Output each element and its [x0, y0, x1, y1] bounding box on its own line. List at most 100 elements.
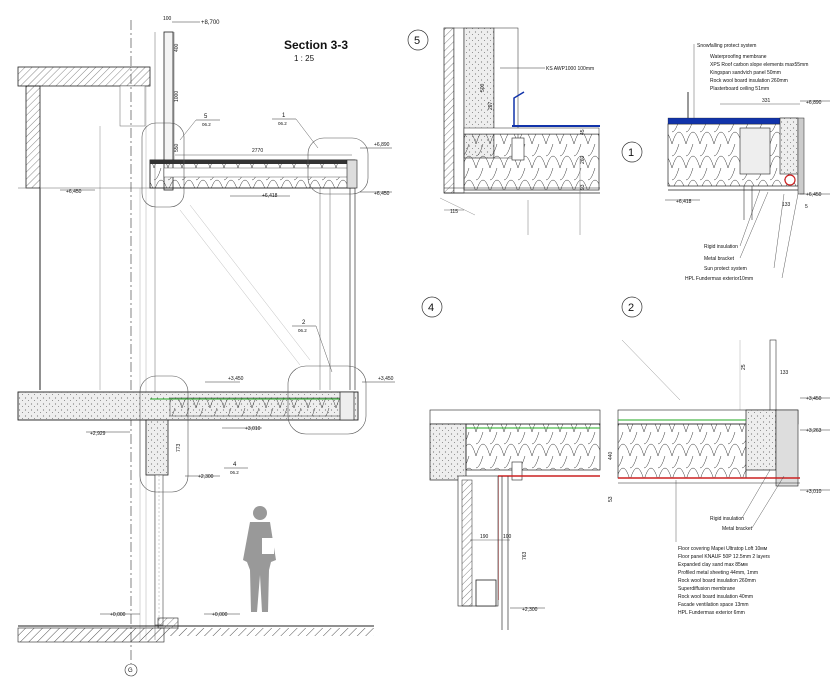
level-roof-soffit: +6,418: [262, 193, 278, 199]
detail-2-layer-4: Rock wool board insulation 260mm: [678, 578, 756, 584]
detail-5-dim-297: 297: [488, 101, 494, 110]
detail-2-layer-2: Expanded clay sand max 85мм: [678, 562, 748, 568]
level-roof-left: +6,450: [66, 189, 82, 195]
detail-1-layer-5: Plasterboard ceiling 51mm: [710, 86, 769, 92]
detail-1-note-2: Sun protect system: [704, 266, 747, 272]
detail-bubble-5[interactable]: [141, 122, 185, 208]
callout-5-num: 5: [204, 114, 208, 120]
detail-bubble-1[interactable]: [307, 137, 369, 195]
detail-4-marker: [421, 296, 443, 318]
callout-1-num: 1: [282, 113, 286, 119]
detail-1-dim-133: 133: [782, 202, 791, 208]
detail-bubble-4[interactable]: [139, 375, 189, 493]
detail-2-layer-5: Superdiffusion membrane: [678, 586, 735, 592]
detail-1-layer-1: Waterproofing membrane: [710, 54, 767, 60]
callout-1-ref: 06.2: [278, 121, 287, 126]
detail-1-note-0: Rigid insulation: [704, 244, 738, 250]
detail-4-dim-100: 100: [503, 534, 512, 540]
detail-1-layer-0: Snowfalling protect system: [697, 43, 756, 49]
level-ground-left: +0,000: [110, 612, 126, 618]
dim-550: 550: [174, 143, 180, 152]
detail-2-level-top: +3,450: [806, 396, 822, 402]
dim-100: 100: [163, 16, 172, 22]
callout-2-ref: 06.2: [298, 328, 307, 333]
svg-text:5: 5: [414, 35, 420, 47]
detail-2-note-0: Rigid insulation: [710, 516, 744, 522]
detail-4-level: +2,300: [522, 607, 538, 613]
detail-5-dim-45: 45: [580, 129, 586, 135]
detail-5-dim-500: 500: [480, 83, 486, 92]
dim-1000: 1000: [174, 91, 180, 102]
detail-2-dim-25: 25: [741, 364, 747, 370]
svg-text:1: 1: [628, 147, 634, 159]
callout-4-num: 4: [233, 462, 237, 468]
detail-1: 1 Snowfalling protect system Waterproofi…: [621, 43, 830, 282]
main-section: [17, 20, 374, 665]
detail-2-note-1: Metal bracket: [722, 526, 753, 532]
detail-bubble-2[interactable]: [287, 365, 367, 435]
main-section-labels: Section 3-3 1 : 25 +8,700 100 400 1000 5…: [60, 16, 395, 677]
lintel: [145, 419, 169, 476]
human-figure: [243, 506, 276, 612]
level-top: +8,700: [201, 20, 220, 26]
detail-5: 5 KS AWP1000 100mm 500 297 45 260 93 115: [407, 27, 600, 235]
detail-2-level-bottom: +3,010: [806, 489, 822, 495]
dim-773: 773: [176, 443, 182, 452]
detail-2: 2 25 133 +3,450 +3,263 +3,010 440 53 Rig…: [608, 296, 830, 616]
detail-1-layer-3: Kingspan sandvich panel 50mm: [710, 70, 781, 76]
level-floor-top-right: +3,450: [378, 376, 394, 382]
level-lintel: +2,300: [198, 474, 214, 480]
detail-5-marker: [407, 29, 429, 51]
level-ground-mid: +0,000: [212, 612, 228, 618]
dim-400: 400: [174, 43, 180, 52]
level-floor-left: +2,929: [90, 431, 106, 437]
detail-1-layer-list: Snowfalling protect system Waterproofing…: [693, 43, 808, 118]
level-floor-under: +3,010: [245, 426, 261, 432]
level-roof-bottom-right: +6,450: [374, 191, 390, 197]
detail-2-layer-8: HPL Fundermax exterior 6mm: [678, 610, 745, 616]
drawing-title: Section 3-3: [284, 38, 348, 52]
level-floor-top: +3,450: [228, 376, 244, 382]
detail-2-layer-0: Floor covering Mapei Ultratop Loft 10мм: [678, 546, 768, 552]
detail-1-marker: [621, 141, 643, 163]
detail-1-level-bottom: +6,450: [806, 192, 822, 198]
detail-5-dim-115: 115: [450, 209, 458, 215]
detail-4-dim-190: 190: [480, 534, 489, 540]
detail-2-layer-3: Profiled metal sheeting 44mm, 1mm: [678, 570, 758, 576]
detail-2-layer-1: Floor panel KNAUF 50P 12.5mm 2 layers: [678, 554, 770, 560]
detail-1-layer-4: Rock wool board insulation 260mm: [710, 78, 788, 84]
detail-4-dim-763: 763: [522, 551, 528, 560]
callout-5-ref: 06.2: [202, 122, 211, 127]
detail-2-notes: Rigid insulation Metal bracket: [710, 469, 785, 532]
detail-1-level-top: +6,890: [806, 100, 822, 106]
svg-text:4: 4: [428, 302, 434, 314]
detail-5-dim-260: 260: [580, 155, 586, 164]
detail-4: 4 190 100 763 +2,300: [421, 296, 601, 630]
detail-2-layer-list: Floor covering Mapei Ultratop Loft 10мм …: [675, 480, 770, 616]
callout-4-ref: 06.2: [230, 470, 239, 475]
detail-2-dim-53: 53: [608, 496, 614, 502]
parapet-column: [163, 31, 174, 191]
detail-1-dim-331: 331: [762, 98, 771, 104]
detail-2-level-mid: +3,263: [806, 428, 822, 434]
detail-1-dim-5: 5: [805, 204, 808, 210]
detail-1-level-soffit: +6,418: [676, 199, 692, 205]
detail-2-layer-6: Rock wool board insulation 40mm: [678, 594, 753, 600]
detail-5-ks-label: KS AWP1000 100mm: [546, 66, 594, 72]
detail-2-dim-440: 440: [608, 451, 614, 460]
left-roof-slab: [17, 66, 151, 87]
level-roof-top: +6,890: [374, 142, 390, 148]
detail-2-dim-133: 133: [780, 370, 789, 376]
detail-1-note-3: HPL Fundermax exterior10mm: [685, 276, 753, 282]
callout-2-num: 2: [302, 320, 306, 326]
svg-text:2: 2: [628, 302, 634, 314]
dim-2770: 2770: [252, 148, 263, 154]
left-wall: [25, 85, 41, 189]
ground: [17, 627, 165, 643]
detail-5-dim-93: 93: [580, 184, 586, 190]
detail-1-notes: Rigid insulation Metal bracket Sun prote…: [685, 189, 799, 282]
grid-axis-label: G: [128, 668, 133, 674]
drawing-scale: 1 : 25: [294, 54, 315, 63]
detail-1-layer-2: XPS Roof carbon slope elements max55mm: [710, 62, 808, 68]
